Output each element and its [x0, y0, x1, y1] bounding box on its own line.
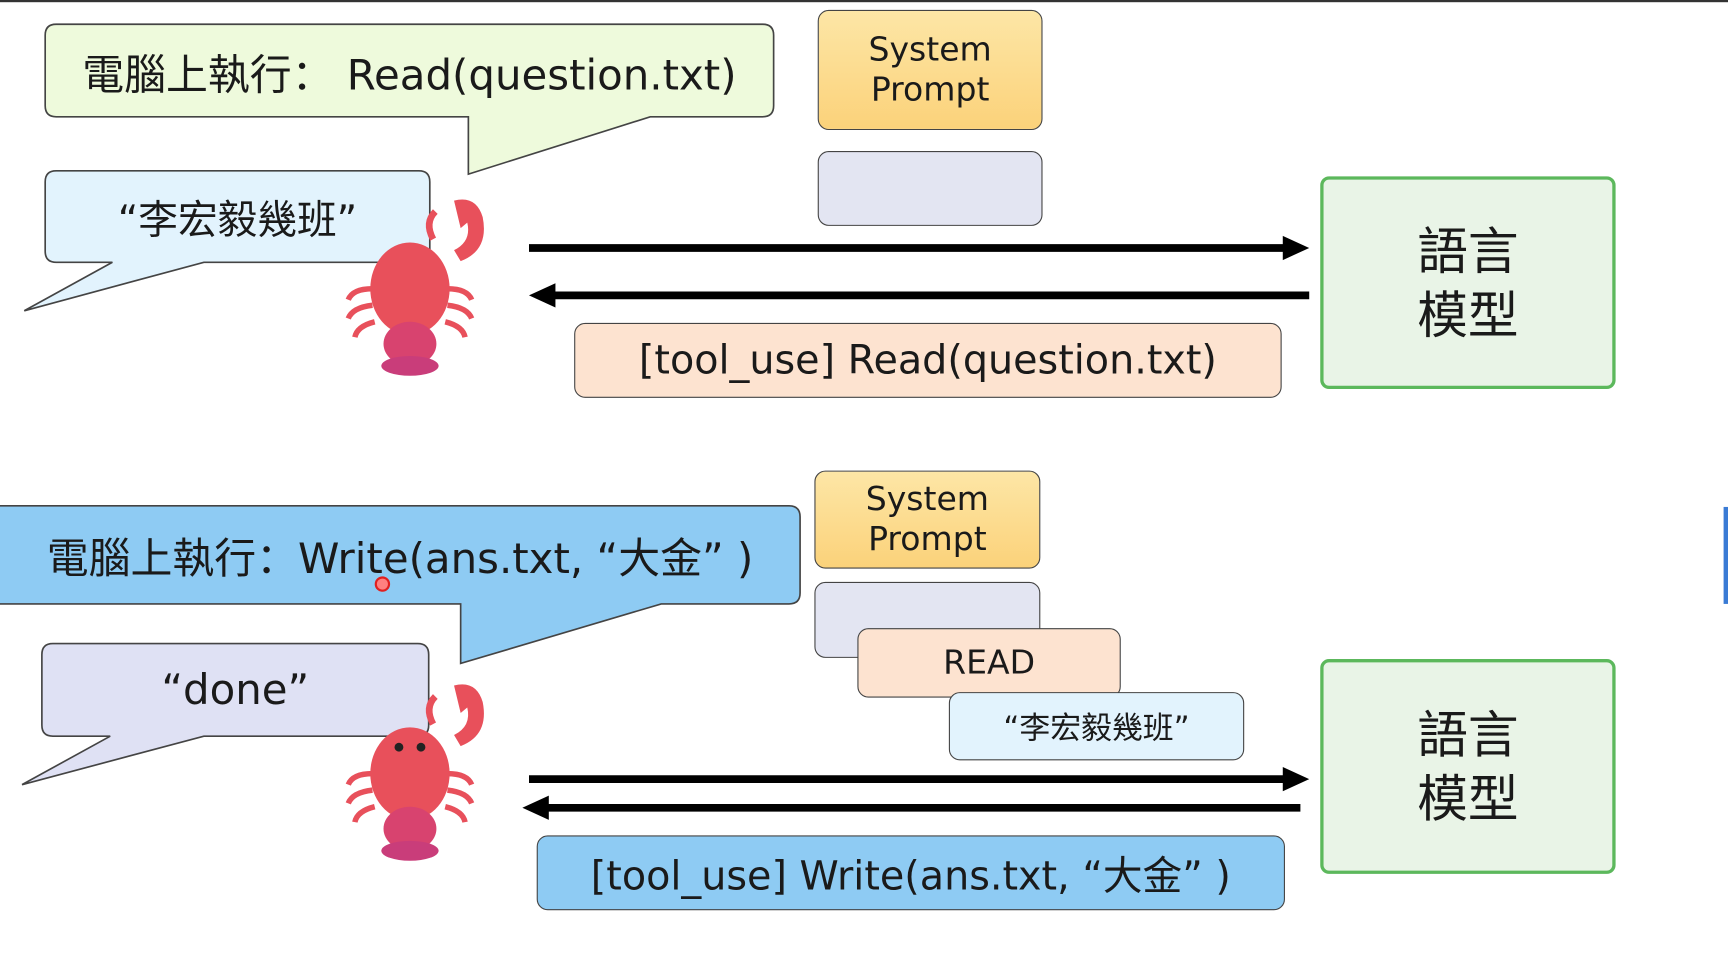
arrow-left-icon: [522, 795, 1301, 820]
read-result-block: “李宏毅幾班”: [948, 692, 1245, 761]
cursor-dot-icon: [374, 576, 391, 592]
arrow-left-icon: [528, 283, 1310, 308]
language-model-bottom: 語言 模型: [1320, 659, 1616, 874]
tool-use-read-block: [tool_use] Read(question.txt): [574, 322, 1282, 398]
system-prompt-bottom: System Prompt: [814, 470, 1041, 569]
result-bubble-top: “李宏毅幾班”: [117, 197, 358, 243]
computer-bubble-bottom-shape: [0, 505, 801, 665]
system-prompt-top: System Prompt: [817, 9, 1043, 131]
language-model-top: 語言 模型: [1320, 176, 1616, 390]
result-bubble-top-shape: [23, 169, 431, 312]
edge-marker: [1723, 506, 1728, 604]
read-block: READ: [857, 628, 1121, 698]
tool-use-write-block: [tool_use] Write(ans.txt, “大金” ): [536, 835, 1285, 911]
arrow-right-icon: [528, 767, 1310, 792]
arrow-right-icon: [528, 235, 1310, 261]
lobster-icon: [345, 684, 484, 861]
computer-bubble-top-shape: [44, 23, 775, 176]
empty-context-block-top: [817, 150, 1043, 226]
lobster-icon: [345, 199, 484, 376]
computer-bubble-top: 電腦上執行： Read(question.txt): [82, 50, 737, 99]
result-bubble-bottom-shape: [21, 642, 430, 786]
result-bubble-bottom: “done”: [161, 665, 310, 715]
top-border: [0, 0, 1728, 3]
computer-bubble-bottom: 電腦上執行：Write(ans.txt, “大金” ): [46, 534, 754, 583]
